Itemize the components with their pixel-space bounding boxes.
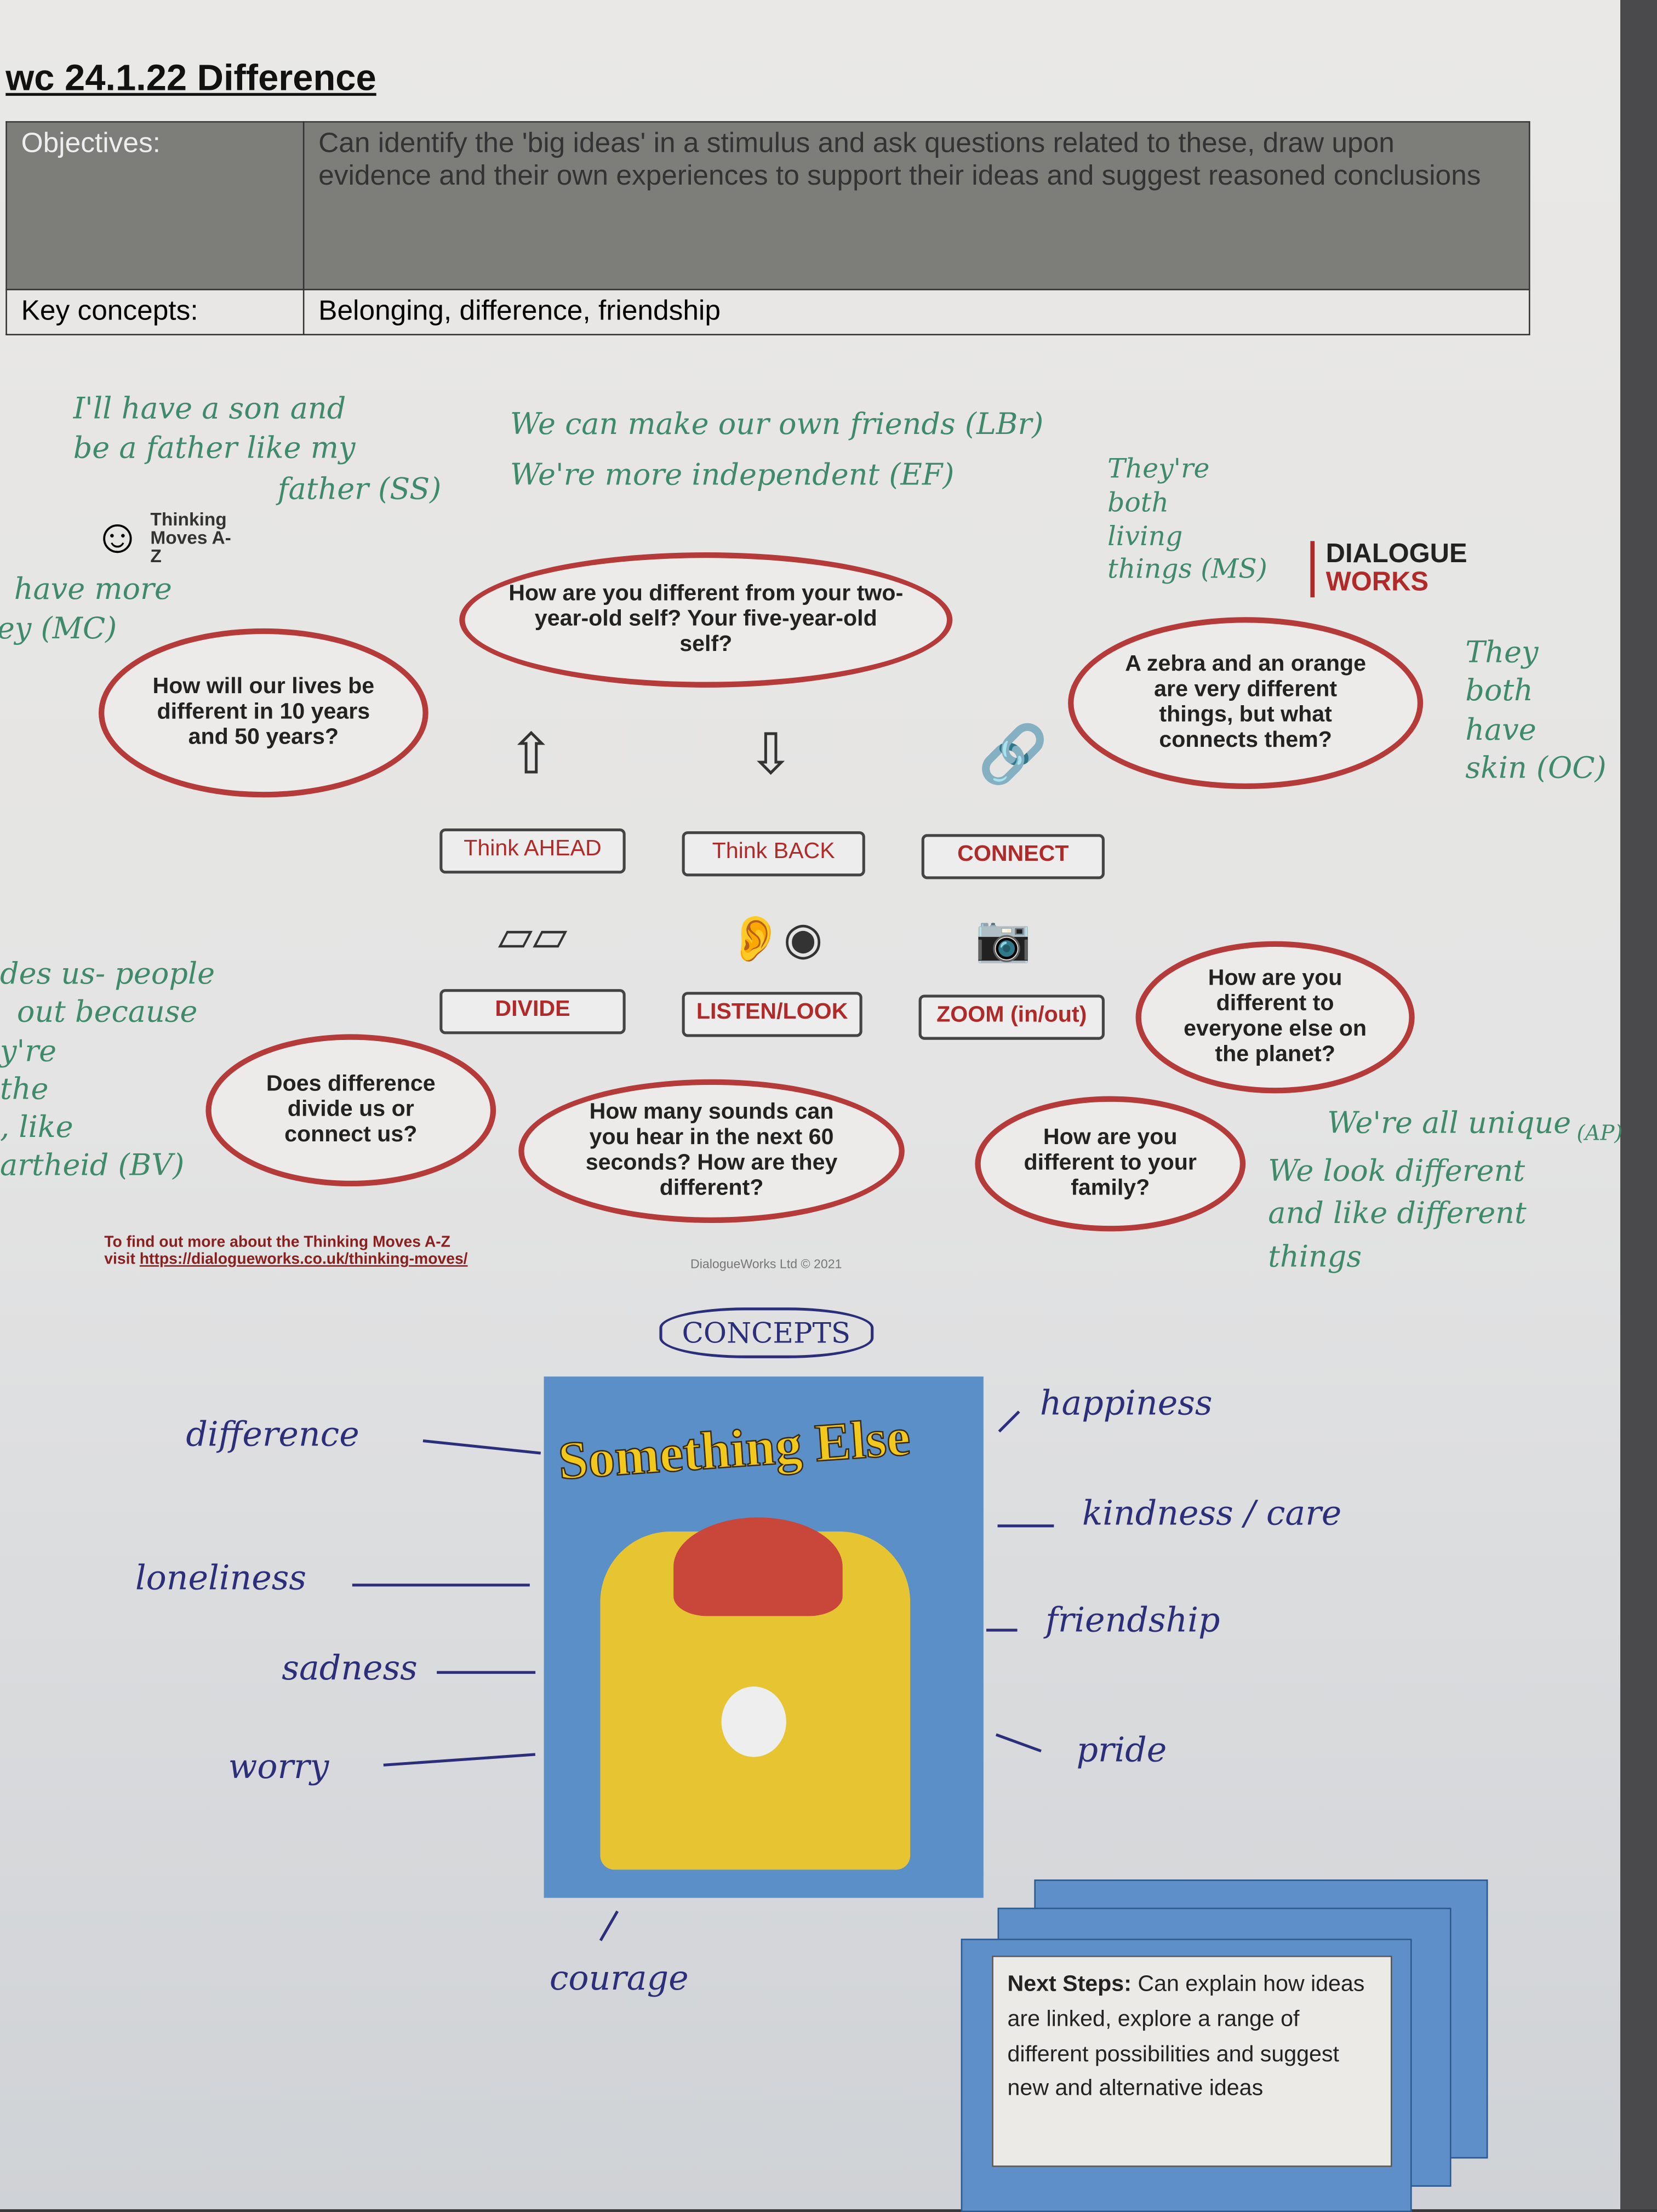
- thinking-moves-link[interactable]: https://dialogueworks.co.uk/thinking-mov…: [139, 1251, 468, 1268]
- concept-sadness: sadness: [282, 1648, 418, 1688]
- note-line: both: [1107, 487, 1169, 518]
- concept-worry: worry: [228, 1747, 329, 1787]
- note-mc: have more ey (MC): [0, 569, 172, 649]
- note-line: We're more independent (EF): [510, 457, 955, 491]
- concept-friendship: friendship: [1045, 1601, 1220, 1641]
- bubble-think-back: How are you different from your two-year…: [459, 552, 953, 688]
- note-line: des us- people: [0, 956, 215, 991]
- note-line: artheid (BV): [0, 1148, 185, 1183]
- next-steps-label: Next Steps:: [1007, 1972, 1132, 1997]
- note-line: living: [1107, 521, 1183, 552]
- note-bv: des us- people out because y're the , li…: [0, 955, 215, 1186]
- note-line: They're: [1107, 453, 1210, 485]
- objectives-text: Can identify the 'big ideas' in a stimul…: [302, 121, 1530, 290]
- move-think-ahead: Think AHEAD: [439, 828, 626, 874]
- note-line: have more: [14, 571, 172, 606]
- note-line: We look different: [1268, 1153, 1525, 1188]
- concept-loneliness: loneliness: [135, 1558, 307, 1598]
- move-divide: DIVIDE: [439, 989, 626, 1034]
- footer-text: To find out more about the Thinking Move…: [104, 1234, 450, 1251]
- bubble-think-ahead: How will our lives be different in 10 ye…: [98, 628, 428, 798]
- book-cover: Something Else: [544, 1376, 984, 1898]
- bubble-connect: A zebra and an orange are very different…: [1068, 617, 1424, 789]
- note-line: skin (OC): [1465, 751, 1607, 785]
- character-illustration: [721, 1686, 786, 1757]
- head-icon: ☺: [93, 510, 142, 564]
- note-line: and like different: [1268, 1196, 1527, 1231]
- key-concepts-text: Belonging, difference, friendship: [302, 289, 1530, 335]
- note-line: be a father like my: [73, 431, 356, 466]
- polka-dot-cloth: [673, 1517, 843, 1616]
- note-ms: They're both living things (MS): [1107, 454, 1267, 587]
- note-ss: I'll have a son and be a father like my …: [73, 389, 442, 509]
- next-steps-box: Next Steps: Can explain how ideas are li…: [992, 1956, 1392, 2167]
- note-line: both: [1465, 673, 1533, 708]
- broken-block-icon: ▱▱: [498, 910, 568, 961]
- objectives-label: Objectives:: [5, 121, 305, 290]
- note-line: out because: [16, 995, 198, 1029]
- connector-line: [352, 1584, 530, 1586]
- camera-zoom-icon: 📷: [975, 913, 1032, 964]
- move-connect: CONNECT: [921, 834, 1105, 879]
- note-line: ey (MC): [0, 611, 117, 646]
- note-line: y're: [0, 1033, 57, 1068]
- note-line: things: [1268, 1239, 1362, 1273]
- connector-line: [997, 1524, 1054, 1527]
- concept-difference: difference: [186, 1414, 359, 1454]
- concept-kindness-care: kindness / care: [1082, 1493, 1342, 1533]
- concept-courage: courage: [549, 1958, 689, 1998]
- book-title: Something Else: [556, 1407, 913, 1492]
- chain-link-icon: 🔗: [978, 724, 1048, 786]
- copyright: DialogueWorks Ltd © 2021: [690, 1256, 842, 1271]
- move-think-back: Think BACK: [682, 831, 865, 877]
- connector-line: [437, 1671, 536, 1673]
- note-line: We can make our own friends (LBr): [510, 407, 1044, 441]
- note-line: (AP): [1576, 1120, 1623, 1146]
- note-oc: They both have skin (OC): [1465, 634, 1606, 788]
- note-line: the: [0, 1072, 49, 1106]
- logo-text: DIALOGUE: [1325, 539, 1467, 569]
- note-line: , like: [0, 1110, 73, 1145]
- page-title: wc 24.1.22 Difference: [5, 56, 376, 99]
- logo-text: WORKS: [1325, 568, 1429, 598]
- concepts-cloud: CONCEPTS: [659, 1307, 873, 1358]
- next-steps-text: Can explain how ideas are linked, explor…: [1007, 1972, 1365, 2101]
- thinking-moves-logo: ☺ Thinking Moves A-Z: [93, 510, 235, 565]
- note-lbr-ef: We can make our own friends (LBr) We're …: [510, 400, 1044, 501]
- move-zoom: ZOOM (in/out): [918, 994, 1105, 1040]
- concept-pride: pride: [1076, 1730, 1167, 1770]
- move-listen-look: LISTEN/LOOK: [682, 992, 862, 1037]
- arrow-up-question-icon: ⇧: [507, 724, 555, 786]
- bubble-listen: How many sounds can you hear in the next…: [518, 1079, 905, 1223]
- carpet-background: [1620, 0, 1657, 2209]
- logo-text: Thinking Moves A-Z: [150, 508, 231, 567]
- concept-happiness: happiness: [1039, 1384, 1213, 1424]
- bubble-zoom-family: How are you different to your family?: [975, 1096, 1246, 1232]
- key-concepts-label: Key concepts:: [5, 289, 305, 335]
- note-line: father (SS): [277, 471, 442, 506]
- footer-text: visit: [104, 1251, 140, 1268]
- objectives-table: Objectives:Can identify the 'big ideas' …: [5, 121, 1530, 335]
- note-line: things (MS): [1107, 554, 1267, 585]
- note-line: We're all unique: [1327, 1106, 1572, 1140]
- connector-line: [986, 1628, 1018, 1631]
- footer-info: To find out more about the Thinking Move…: [104, 1234, 467, 1268]
- bubble-zoom-planet: How are you different to everyone else o…: [1135, 941, 1415, 1094]
- ear-eye-icon: 👂◉: [727, 913, 823, 964]
- note-ap: We're all unique (AP) We look different …: [1268, 1102, 1622, 1278]
- note-line: I'll have a son and: [73, 391, 346, 426]
- note-line: They: [1465, 635, 1539, 670]
- note-line: have: [1465, 712, 1536, 746]
- dialogue-works-logo: DIALOGUE WORKS: [1310, 539, 1467, 598]
- arrow-down-question-icon: ⇩: [747, 724, 795, 786]
- bubble-divide: Does difference divide us or connect us?: [205, 1034, 496, 1187]
